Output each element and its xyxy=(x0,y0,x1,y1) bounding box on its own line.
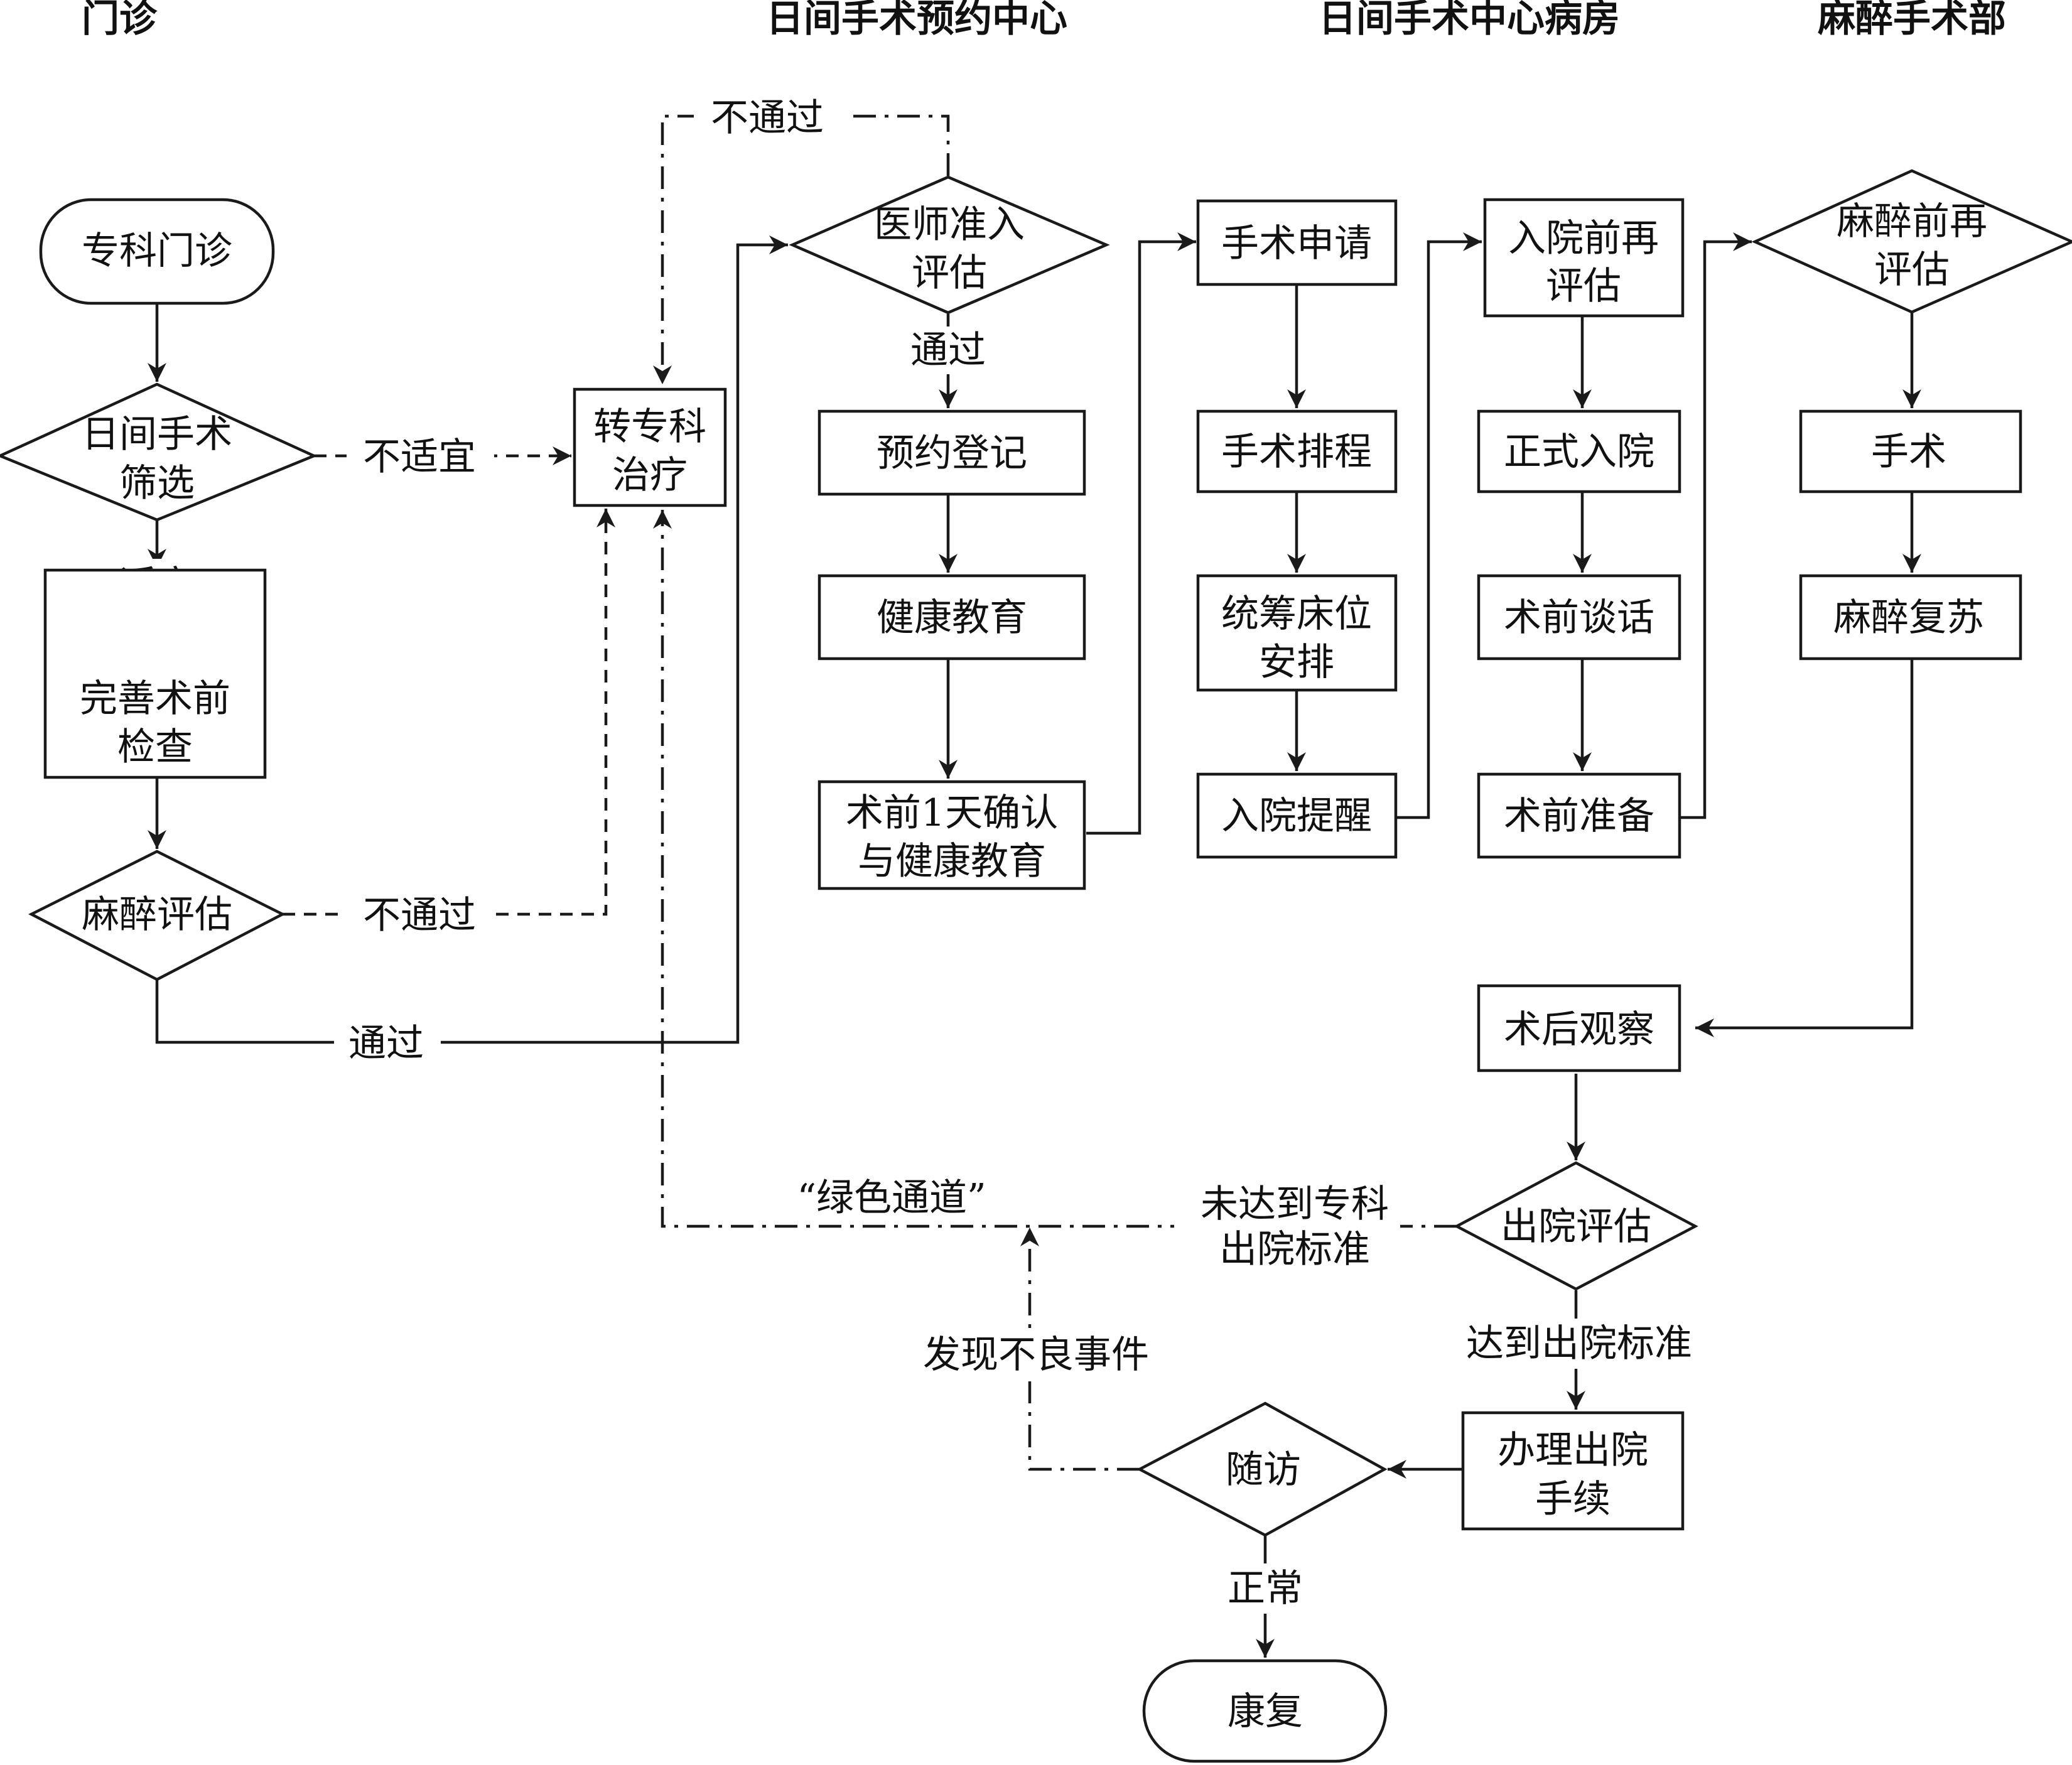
node-confirm-line2: 与健康教育 xyxy=(858,839,1046,883)
label-physician-pass: 通过 xyxy=(910,328,986,372)
edge-recovery-to-observation xyxy=(1695,659,1914,1037)
node-bed-line2: 安排 xyxy=(1259,640,1334,684)
node-surgery-scheduling: 手术排程 xyxy=(1196,409,1398,494)
node-reeval-line1: 入院前再 xyxy=(1508,217,1659,261)
node-surgery: 手术 xyxy=(1799,409,2022,494)
label-physician-fail: 不通过 xyxy=(711,96,824,140)
node-prep-label: 术前准备 xyxy=(1504,794,1654,838)
edge-prep-to-preanesthesia xyxy=(1680,232,1752,819)
node-exam-line2: 检查 xyxy=(117,725,193,769)
node-pre-admission-reeval: 入院前再 评估 xyxy=(1483,198,1685,318)
header-anesthesia-dept: 麻醉手术部 xyxy=(1818,0,2006,41)
node-discharge-assessment: 出院评估 xyxy=(1454,1161,1698,1291)
node-surgery-label: 手术 xyxy=(1871,430,1946,474)
node-bed-arrangement: 统筹床位 安排 xyxy=(1196,574,1398,692)
edge-labels: 适宜 不适宜 不通过 通过 不通过 通过 “绿色通道” 未达到专科 出院标准 达… xyxy=(110,94,1708,1614)
node-anesthesia-assessment: 麻醉评估 xyxy=(28,850,286,981)
node-discharge-procedures: 办理出院 手续 xyxy=(1461,1411,1685,1531)
label-adverse-event: 发现不良事件 xyxy=(923,1333,1149,1377)
node-talk-label: 术前谈话 xyxy=(1504,596,1654,640)
node-preanesthesia-line1: 麻醉前再 xyxy=(1837,200,1987,244)
edge-reminder-to-readmission-eval xyxy=(1397,232,1482,819)
node-recovery: 康复 xyxy=(1142,1659,1388,1763)
node-procedures-line1: 办理出院 xyxy=(1497,1428,1648,1472)
node-application-label: 手术申请 xyxy=(1221,222,1372,266)
node-procedures-line2: 手续 xyxy=(1535,1477,1611,1521)
header-booking-center: 日间手术预约中心 xyxy=(766,0,1067,41)
label-not-suitable: 不适宜 xyxy=(363,435,476,479)
node-education-label: 健康教育 xyxy=(877,596,1027,640)
label-not-meet-discharge-2: 出院标准 xyxy=(1219,1228,1370,1271)
node-admission-label: 正式入院 xyxy=(1504,430,1654,474)
node-complete-preop-exam: 完善术前 检查 xyxy=(43,568,267,779)
label-anesthesia-fail: 不通过 xyxy=(363,893,476,937)
node-health-education: 健康教育 xyxy=(817,574,1086,661)
node-preanesthesia-line2: 评估 xyxy=(1874,248,1950,292)
node-refer-line1: 转专科 xyxy=(593,405,706,449)
node-follow-up-label: 随访 xyxy=(1226,1448,1301,1492)
edge-anesthesia-pass-to-physician xyxy=(155,235,788,1044)
node-surgery-application: 手术申请 xyxy=(1196,199,1398,286)
node-day-before-confirm: 术前1天确认 与健康教育 xyxy=(817,780,1086,890)
label-green-channel: “绿色通道” xyxy=(797,1176,986,1220)
node-screening-line1: 日间手术 xyxy=(82,413,232,456)
node-confirm-line1: 术前1天确认 xyxy=(846,791,1058,835)
node-refer-line2: 治疗 xyxy=(612,453,688,497)
node-admission-reminder: 入院提醒 xyxy=(1196,772,1398,859)
node-preop-preparation: 术前准备 xyxy=(1477,772,1681,859)
node-anesthesia-recovery: 麻醉复苏 xyxy=(1799,574,2022,661)
label-anesthesia-pass: 通过 xyxy=(348,1022,424,1066)
node-day-surgery-screening: 日间手术 筛选 xyxy=(0,382,318,522)
node-bed-line1: 统筹床位 xyxy=(1221,592,1372,636)
node-refer-specialty: 转专科 治疗 xyxy=(573,387,727,507)
node-specialist-clinic: 专科门诊 xyxy=(39,198,275,305)
node-preop-talk: 术前谈话 xyxy=(1477,574,1681,661)
node-postop-observation: 术后观察 xyxy=(1477,984,1681,1072)
edge-followup-adverse-to-green xyxy=(1020,1228,1140,1471)
node-specialist-clinic-label: 专科门诊 xyxy=(82,229,232,273)
header-outpatient: 门诊 xyxy=(82,0,158,41)
node-registration-label: 预约登记 xyxy=(877,431,1027,475)
node-reeval-line2: 评估 xyxy=(1546,264,1621,308)
node-physician-line2: 评估 xyxy=(912,251,987,295)
node-anesthesia-assessment-label: 麻醉评估 xyxy=(82,893,232,937)
node-physician-line1: 医师准入 xyxy=(874,203,1025,247)
label-meet-discharge: 达到出院标准 xyxy=(1466,1322,1692,1366)
node-recovery-label: 康复 xyxy=(1228,1690,1303,1734)
header-ward: 日间手术中心病房 xyxy=(1319,0,1620,41)
node-discharge-assessment-label: 出院评估 xyxy=(1501,1205,1651,1249)
node-scheduling-label: 手术排程 xyxy=(1221,430,1372,474)
node-screening-line2: 筛选 xyxy=(119,461,195,505)
nodes: 专科门诊 日间手术 筛选 转专科 治疗 完善术前 检查 麻醉评估 医师准入 xyxy=(0,169,2072,1763)
edge-confirm-to-application xyxy=(1086,232,1196,835)
label-normal: 正常 xyxy=(1228,1567,1303,1611)
node-appointment-registration: 预约登记 xyxy=(817,409,1086,496)
node-anesthesia-recovery-label: 麻醉复苏 xyxy=(1833,596,1984,640)
edge-anesthesia-fail-to-refer xyxy=(283,509,615,916)
node-exam-line1: 完善术前 xyxy=(80,677,230,721)
node-formal-admission: 正式入院 xyxy=(1477,409,1681,494)
node-observation-label: 术后观察 xyxy=(1504,1008,1654,1052)
label-not-meet-discharge-1: 未达到专科 xyxy=(1201,1182,1389,1226)
node-reminder-label: 入院提醒 xyxy=(1221,794,1372,838)
node-follow-up: 随访 xyxy=(1136,1401,1388,1537)
node-physician-admission-eval: 医师准入 评估 xyxy=(789,175,1110,315)
node-pre-anesthesia-reeval: 麻醉前再 评估 xyxy=(1751,169,2072,314)
